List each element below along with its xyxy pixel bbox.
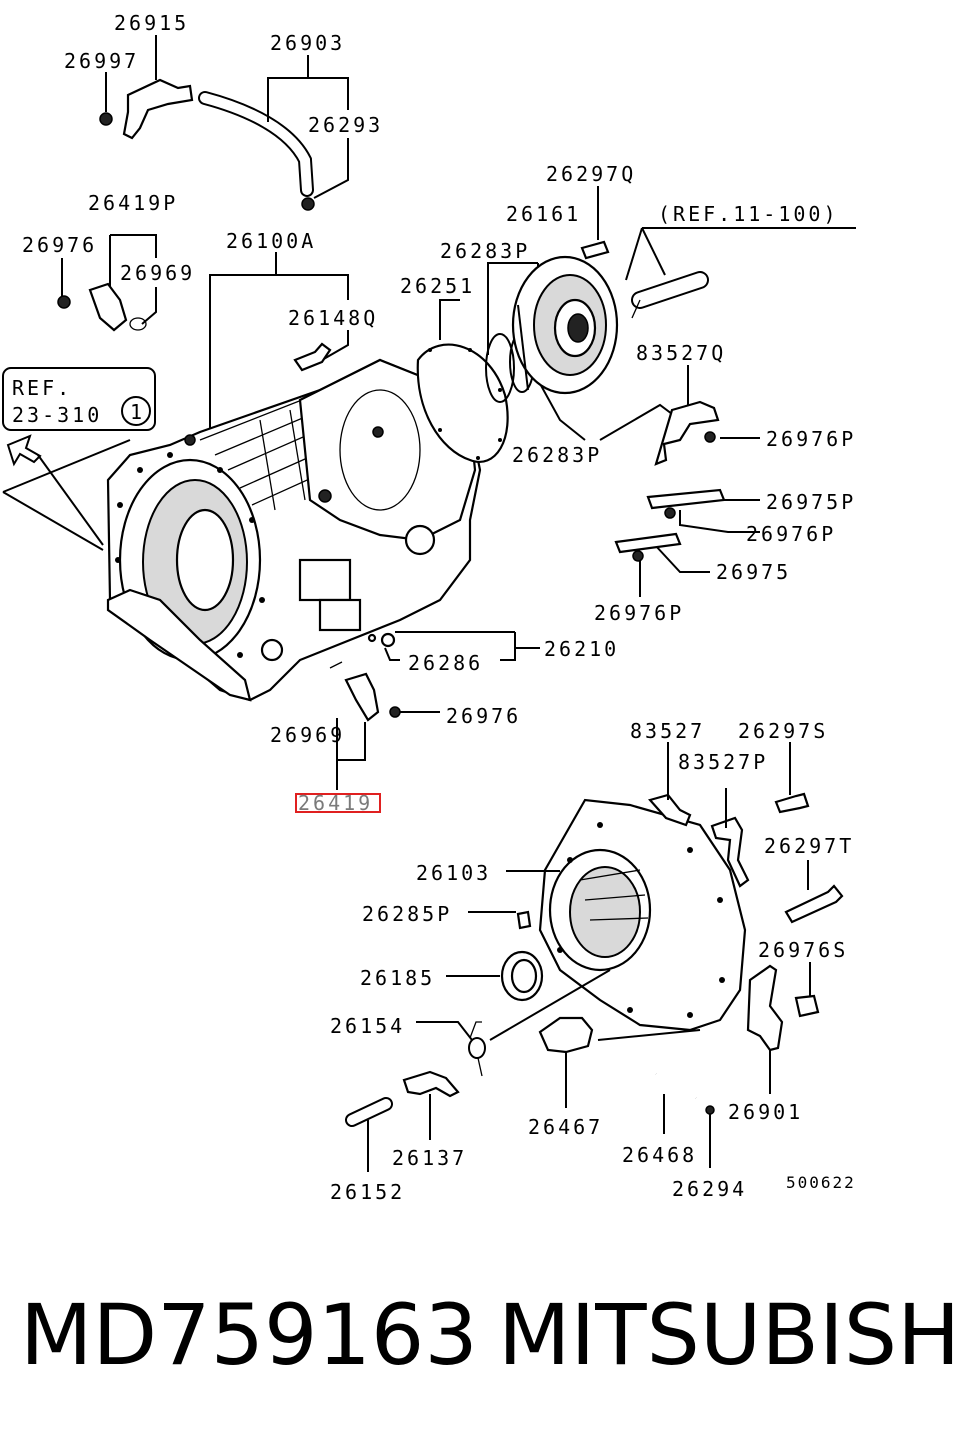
label-ref-23-line2[interactable]: 23-310	[12, 403, 102, 427]
sensor-26210[interactable]	[367, 632, 396, 648]
label-26137[interactable]: 26137	[392, 1146, 467, 1170]
label-26915[interactable]: 26915	[114, 11, 189, 35]
bracket-83527P[interactable]	[710, 816, 750, 888]
gasket-26251[interactable]	[416, 343, 509, 463]
label-26976P-2[interactable]: 26976P	[746, 522, 836, 546]
label-26976P-3[interactable]: 26976P	[594, 601, 684, 625]
label-26210[interactable]: 26210	[544, 637, 619, 661]
label-26283P-bottom[interactable]: 26283P	[512, 443, 602, 467]
sensor-26419P[interactable]	[57, 282, 147, 332]
hose-26293[interactable]	[198, 91, 315, 211]
label-26283P-top[interactable]: 26283P	[440, 239, 530, 263]
label-26975P[interactable]: 26975P	[766, 490, 856, 514]
plate-26975[interactable]	[614, 532, 682, 562]
label-26969[interactable]: 26969	[120, 261, 195, 285]
label-26903[interactable]: 26903	[270, 31, 345, 55]
label-26976P-1[interactable]: 26976P	[766, 427, 856, 451]
label-83527[interactable]: 83527	[630, 719, 705, 743]
drawing-number: 500622	[786, 1173, 856, 1192]
label-26148Q[interactable]: 26148Q	[288, 306, 378, 330]
label-26294[interactable]: 26294	[672, 1177, 747, 1201]
pin-26152[interactable]	[345, 1097, 393, 1127]
bolt-26297Q[interactable]	[580, 240, 610, 260]
bolt-26976S[interactable]	[794, 994, 820, 1018]
label-26297T[interactable]: 26297T	[764, 834, 854, 858]
label-26468[interactable]: 26468	[622, 1143, 697, 1167]
label-26997[interactable]: 26997	[64, 49, 139, 73]
transmission-case-26100A[interactable]	[106, 358, 482, 702]
label-26185[interactable]: 26185	[360, 966, 435, 990]
label-26100A[interactable]: 26100A	[226, 229, 316, 253]
label-26419P[interactable]: 26419P	[88, 191, 178, 215]
label-ref-11-100[interactable]: (REF.11-100)	[658, 202, 839, 226]
label-83527P[interactable]: 83527P	[678, 750, 768, 774]
highlight-box	[295, 793, 381, 813]
arrow-pointer-left	[2, 434, 131, 551]
clip-26148Q[interactable]	[293, 342, 332, 372]
bolt-26297S[interactable]	[774, 792, 810, 814]
spring-26154[interactable]	[468, 1021, 486, 1077]
label-26152[interactable]: 26152	[330, 1180, 405, 1204]
oil-pump-26161[interactable]	[511, 255, 619, 395]
bracket-26915[interactable]	[99, 78, 194, 140]
label-26419[interactable]: 26419	[298, 791, 373, 815]
brand-name: MITSUBISHI	[498, 1286, 960, 1384]
label-83527Q[interactable]: 83527Q	[636, 341, 726, 365]
label-26969-b[interactable]: 26969	[270, 723, 345, 747]
leader-lines-bottom	[367, 742, 811, 1172]
bracket-83527Q[interactable]	[654, 400, 720, 466]
label-26976[interactable]: 26976	[22, 233, 97, 257]
oil-seal-26185[interactable]	[500, 950, 544, 1002]
label-26297Q[interactable]: 26297Q	[546, 162, 636, 186]
label-ref-23-line1[interactable]: REF.	[12, 376, 72, 400]
label-ref-23-circle[interactable]: 1	[130, 400, 145, 424]
label-26161[interactable]: 26161	[506, 202, 581, 226]
label-26975[interactable]: 26975	[716, 560, 791, 584]
label-26286[interactable]: 26286	[408, 651, 483, 675]
bracket-26901[interactable]	[746, 964, 784, 1052]
label-26251[interactable]: 26251	[400, 274, 475, 298]
label-26297S[interactable]: 26297S	[738, 719, 828, 743]
ref-part-11-100[interactable]	[631, 271, 709, 319]
label-26154[interactable]: 26154	[330, 1014, 405, 1038]
part-number: MD759163	[20, 1286, 478, 1384]
label-26103[interactable]: 26103	[416, 861, 491, 885]
label-26976S[interactable]: 26976S	[758, 938, 848, 962]
label-26293[interactable]: 26293	[308, 113, 383, 137]
leader-lines-top	[61, 35, 856, 790]
detent-block-26467[interactable]	[538, 1016, 594, 1054]
extension-housing-26103[interactable]	[538, 798, 747, 1032]
pin-26285P[interactable]	[516, 910, 532, 930]
reference-box-23-310[interactable]	[2, 367, 156, 431]
label-26285P[interactable]: 26285P	[362, 902, 452, 926]
label-26901[interactable]: 26901	[728, 1100, 803, 1124]
sensor-26419[interactable]	[329, 661, 401, 722]
plate-26975P[interactable]	[646, 488, 726, 519]
callout-labels: 26915 26997 26903 26293 26297Q 26419P 26…	[12, 11, 856, 1204]
lever-26137[interactable]	[402, 1070, 460, 1098]
label-26467[interactable]: 26467	[528, 1115, 603, 1139]
label-26976-b[interactable]: 26976	[446, 704, 521, 728]
bolt-26297T[interactable]	[784, 884, 844, 924]
